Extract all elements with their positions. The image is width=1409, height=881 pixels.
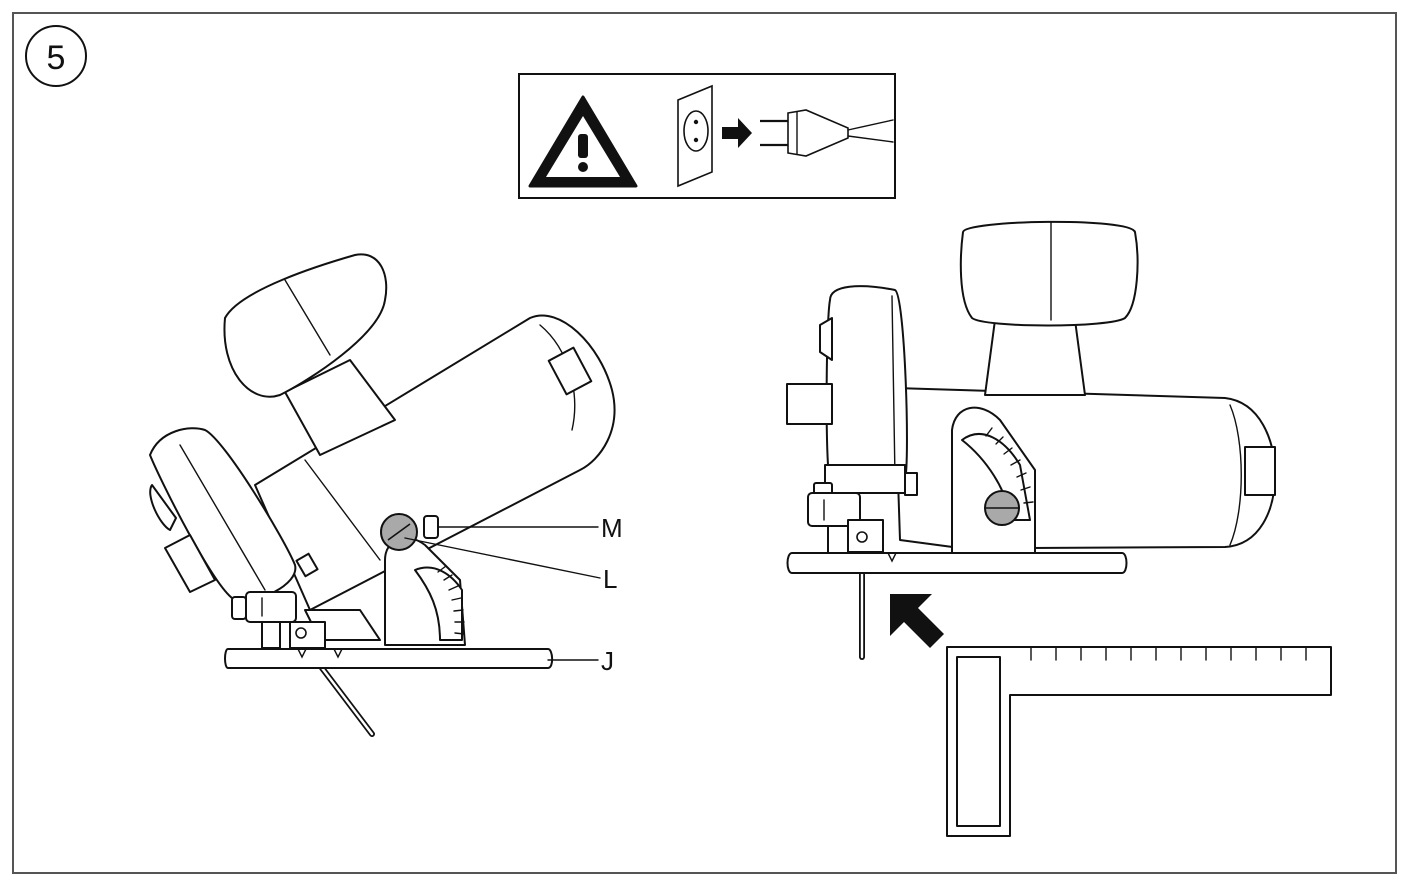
try-square-icon (946, 646, 1332, 837)
unplug-warning-box (518, 73, 896, 199)
callout-m: M (601, 513, 623, 543)
upright-saw-illustration (786, 220, 1276, 660)
step-badge: 5 (25, 25, 87, 87)
outer-frame (12, 12, 1397, 874)
callout-j: J (601, 646, 614, 676)
tilted-saw-illustration: M L J (149, 253, 623, 737)
callout-l: L (603, 564, 617, 594)
arrow-right-icon (722, 118, 752, 148)
bevel-scale-ticks-right (985, 427, 1034, 504)
warning-triangle-icon (528, 95, 638, 188)
arrow-up-left-icon (890, 594, 944, 648)
base-plate-right (786, 552, 1128, 574)
bevel-scale-ticks-left (437, 565, 465, 635)
base-plate-j (224, 648, 554, 669)
wall-socket-icon (677, 84, 713, 188)
plug-icon (760, 109, 894, 157)
try-square-ruler-ticks (1030, 647, 1307, 661)
step-number: 5 (47, 39, 66, 77)
